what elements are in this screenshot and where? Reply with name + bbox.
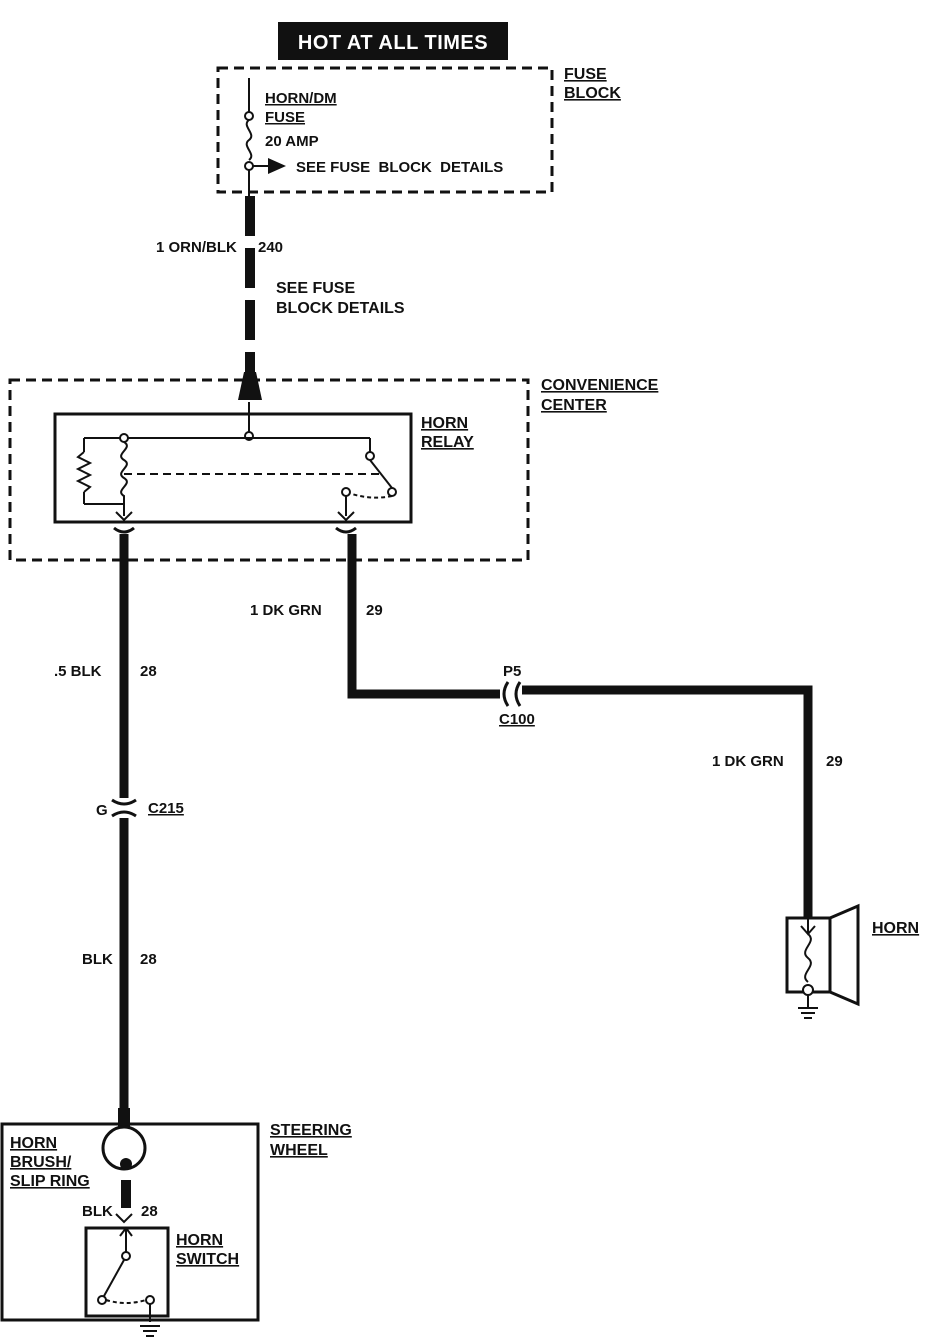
hot-at-all-times-banner: HOT AT ALL TIMES xyxy=(278,22,508,60)
wire-29-horn-label: 1 DK GRN xyxy=(712,753,784,770)
wire-28-lower-label: BLK xyxy=(82,951,113,968)
connector-c215-pin: G xyxy=(96,802,108,819)
fuse-block-detail-arrow-icon xyxy=(268,158,286,174)
horn-switch-line2: SWITCH xyxy=(176,1251,239,1268)
convenience-center: CONVENIENCE CENTER xyxy=(8,377,659,562)
horn-dm-fuse-symbol xyxy=(244,78,286,196)
connector-c215-name: C215 xyxy=(148,800,184,817)
fuse-block-details-note: SEE FUSE BLOCK DETAILS xyxy=(296,159,503,176)
steering-wire-circuit: 28 xyxy=(141,1203,158,1220)
horn-ground-icon xyxy=(798,995,818,1019)
wire-28-upper-circuit: 28 xyxy=(140,663,157,680)
wire-29-relay-circuit: 29 xyxy=(366,602,383,619)
wire-28-lower: BLK 28 xyxy=(82,818,157,1130)
horn-relay: HORN RELAY xyxy=(53,402,474,524)
wire-240: 1 ORN/BLK 240 SEE FUSE BLOCK DETAILS xyxy=(156,196,405,400)
horn-switch-line1: HORN xyxy=(176,1232,223,1249)
fuse-rating: 20 AMP xyxy=(265,133,319,150)
relay-terminal-29 xyxy=(335,526,357,534)
horn-brush-line1: HORN xyxy=(10,1135,57,1152)
steering-wheel-title-line2: WHEEL xyxy=(270,1142,328,1159)
wire-29-relay: 1 DK GRN 29 xyxy=(250,526,500,699)
slip-ring-icon xyxy=(101,1125,147,1224)
horn-label: HORN xyxy=(872,920,919,937)
horn-relay-title-line1: HORN xyxy=(421,415,468,432)
wire-29-horn-circuit: 29 xyxy=(826,753,843,770)
banner-text: HOT AT ALL TIMES xyxy=(298,32,488,54)
fuse-name-line2: FUSE xyxy=(265,109,305,126)
horn-brush-line2: BRUSH/ xyxy=(10,1154,72,1171)
fuse-block-title-line2: BLOCK xyxy=(564,85,621,102)
convenience-center-title-line1: CONVENIENCE xyxy=(541,377,659,394)
steering-wire-label: BLK xyxy=(82,1203,113,1220)
horn-brush-line3: SLIP RING xyxy=(10,1173,90,1190)
fuse-block-title-line1: FUSE xyxy=(564,66,607,83)
wire-29-relay-label: 1 DK GRN xyxy=(250,602,322,619)
wire-28-upper-label: .5 BLK xyxy=(54,663,102,680)
wire-240-note-line2: BLOCK DETAILS xyxy=(276,300,405,317)
horn-relay-outline xyxy=(53,412,413,524)
steering-wheel: STEERING WHEEL HORN BRUSH/ SLIP RING BLK… xyxy=(0,1122,352,1337)
connector-c100: P5 C100 xyxy=(499,663,535,728)
horn: HORN xyxy=(785,903,919,1019)
switch-ground-icon xyxy=(140,1325,160,1337)
fuse-block: FUSE BLOCK HORN/DM FUSE 20 AMP SEE FUSE … xyxy=(216,66,621,196)
wire-28-upper: .5 BLK 28 xyxy=(54,526,157,798)
relay-terminal-28 xyxy=(113,526,135,534)
fuse-name-line1: HORN/DM xyxy=(265,90,337,107)
horn-switch xyxy=(84,1226,170,1322)
wire-29-horn: 1 DK GRN 29 xyxy=(522,685,843,918)
convenience-center-outline xyxy=(8,378,530,562)
connector-c215: G C215 xyxy=(96,798,184,819)
wire-240-circuit: 240 xyxy=(258,239,283,256)
connector-c100-pin: P5 xyxy=(503,663,521,680)
wire-240-label: 1 ORN/BLK xyxy=(156,239,237,256)
wire-240-note-line1: SEE FUSE xyxy=(276,280,355,297)
steering-wheel-title-line1: STEERING xyxy=(270,1122,352,1139)
connector-c100-name: C100 xyxy=(499,711,535,728)
wire-28-lower-circuit: 28 xyxy=(140,951,157,968)
horn-relay-title-line2: RELAY xyxy=(421,434,474,451)
convenience-center-title-line2: CENTER xyxy=(541,397,607,414)
fuse-block-outline xyxy=(216,66,554,194)
steering-wheel-outline xyxy=(0,1122,260,1322)
